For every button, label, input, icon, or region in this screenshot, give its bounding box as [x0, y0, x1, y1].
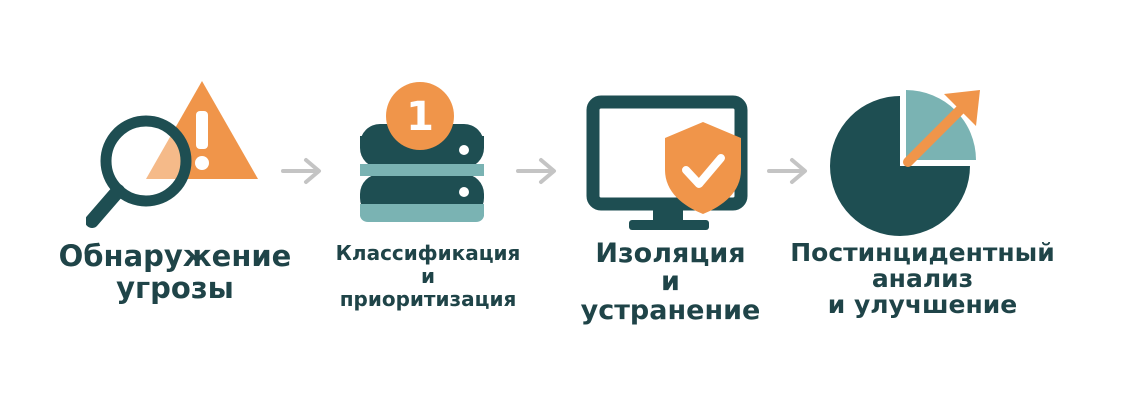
pie-major-slice [830, 96, 970, 236]
growth-arrow-line [903, 103, 967, 167]
arrow-right-icon [516, 158, 556, 184]
db-led-2 [459, 187, 469, 197]
database-badge-icon: 1 [360, 82, 484, 222]
check-mark [682, 154, 725, 188]
monitor-stand [629, 220, 709, 230]
growth-arrow-head [944, 90, 980, 126]
warning-mark [196, 111, 208, 149]
magnifier-handle [86, 184, 125, 228]
step-label-post-incident: Постинцидентный анализ и улучшение [790, 238, 1055, 319]
badge-number: 1 [406, 94, 434, 140]
badge-circle [386, 82, 454, 150]
magnifier-warning-icon [86, 81, 258, 228]
magnifier-lens [100, 115, 192, 207]
arrow-right-icon [767, 158, 807, 184]
arrow-right-icon [281, 158, 321, 184]
db-led-1 [459, 145, 469, 155]
step-label-classification: Классификация и приоритизация [335, 241, 521, 311]
db-band [360, 164, 484, 176]
monitor-neck [653, 204, 683, 222]
shield [665, 122, 741, 214]
pie-chart-growth-icon [830, 90, 980, 236]
step-label-isolation: Изоляция и устранение [580, 238, 761, 326]
monitor-shield-icon [586, 95, 748, 230]
warning-dot [195, 156, 209, 170]
step-label-detection: Обнаружение угрозы [58, 239, 292, 306]
